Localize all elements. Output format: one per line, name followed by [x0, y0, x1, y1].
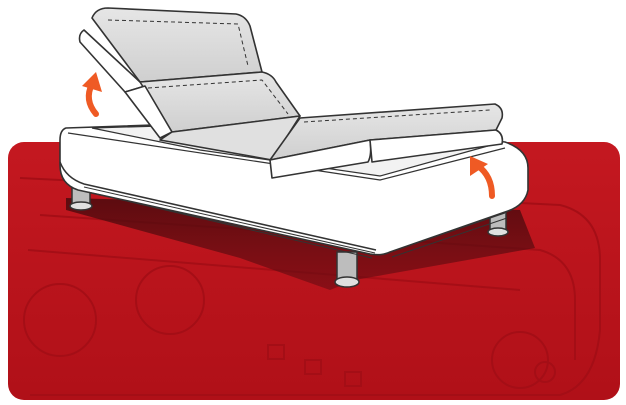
curved-arrow-up-icon	[82, 72, 102, 114]
